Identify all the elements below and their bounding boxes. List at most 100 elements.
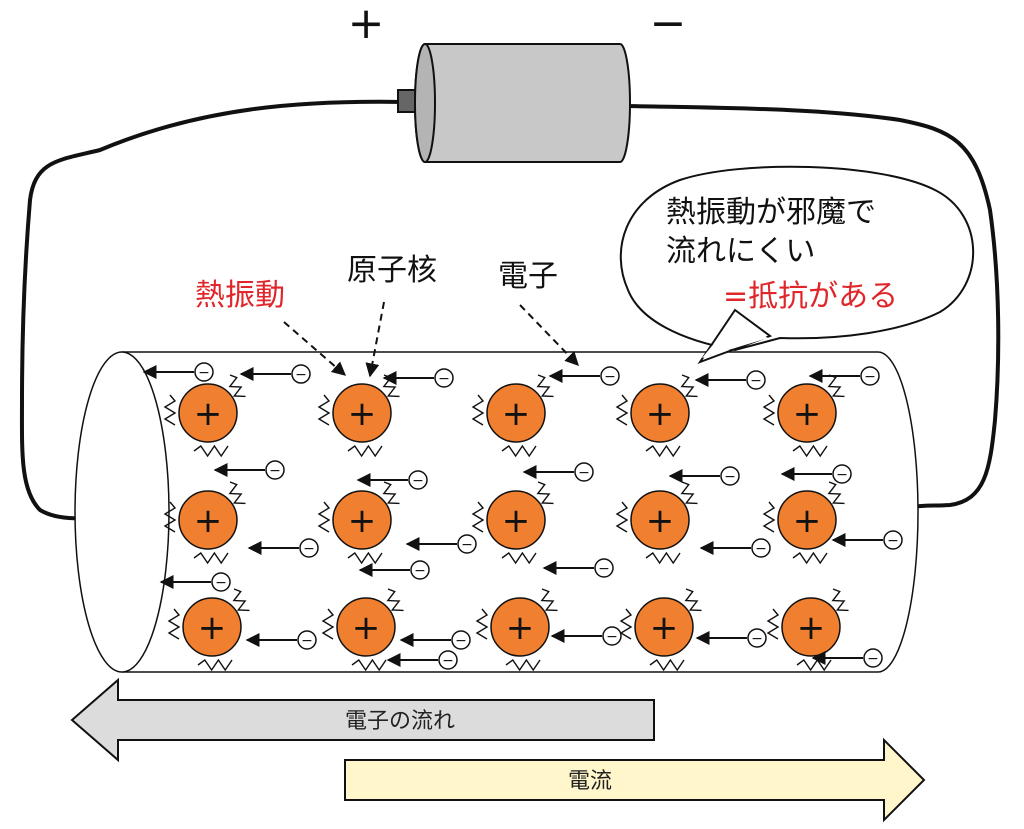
nucleus-plus-sign: + [797, 608, 826, 648]
electron-minus-sign: − [295, 367, 307, 383]
electron-minus-sign: − [867, 651, 879, 667]
current-label: 電流 [568, 769, 612, 794]
atom-nucleus: + [777, 383, 837, 443]
atom-nucleus: + [336, 597, 396, 657]
bubble-line-1: 熱振動が邪魔で [666, 195, 876, 230]
vibration-mark [321, 608, 335, 640]
electron-flow-arrow [70, 677, 655, 763]
vibration-mark [317, 501, 331, 533]
atom-nucleus: + [182, 597, 242, 657]
electron: − [239, 364, 311, 384]
electron-minus-sign: − [412, 473, 424, 489]
current-arrow [344, 737, 926, 823]
speech-bubble-fill [702, 318, 768, 358]
nucleus-label: 原子核 [347, 253, 437, 288]
atom-nucleus: + [630, 383, 690, 443]
atom-nucleus: + [781, 597, 841, 657]
vibration-mark [645, 551, 681, 565]
electron-minus-sign: − [198, 365, 210, 381]
electron: − [831, 530, 903, 550]
vibration-mark [680, 374, 698, 398]
electron: − [780, 464, 852, 484]
vibration-mark [501, 551, 537, 565]
electron-minus-sign: − [438, 371, 450, 387]
thermal-vibration-pointer [283, 321, 347, 376]
electron: − [811, 648, 883, 668]
vibration-mark [615, 394, 629, 426]
electron: − [405, 534, 477, 554]
thermal-vibration-label: 熱振動 [195, 278, 285, 313]
vibration-mark [501, 444, 537, 458]
vibration-mark [471, 394, 485, 426]
vibration-mark [827, 374, 845, 398]
vibration-mark [505, 658, 541, 672]
vibration-mark [619, 608, 633, 640]
bubble-line-2: 流れにくい [666, 234, 815, 269]
electron: − [386, 650, 458, 670]
electron-minus-sign: − [598, 561, 610, 577]
nucleus-plus-sign: + [348, 394, 377, 434]
electron-minus-sign: − [301, 633, 313, 649]
electron-minus-sign: − [461, 537, 473, 553]
vibration-mark [615, 501, 629, 533]
vibration-mark [831, 588, 849, 612]
vibration-mark [475, 608, 489, 640]
electron: − [245, 630, 317, 650]
vibration-mark [197, 658, 233, 672]
electron: − [522, 462, 594, 482]
vibration-mark [645, 444, 681, 458]
electron-minus-sign: − [606, 629, 618, 645]
vibration-mark [540, 588, 558, 612]
electron-pointer [519, 304, 579, 367]
electron-minus-sign: − [414, 563, 426, 579]
electron: − [808, 366, 880, 386]
battery-plus-label: + [348, 0, 385, 49]
nucleus-plus-sign: + [502, 394, 531, 434]
vibration-mark [163, 394, 177, 426]
electron-minus-sign: − [755, 541, 767, 557]
vibration-mark [232, 588, 250, 612]
atom-nucleus: + [178, 490, 238, 550]
electron-label: 電子 [498, 259, 558, 294]
atom-nucleus: + [486, 383, 546, 443]
electron-flow-label: 電子の流れ [345, 709, 455, 734]
electron-minus-sign: − [750, 373, 762, 389]
cylinder-end-face [74, 351, 170, 673]
electron: − [142, 362, 214, 382]
electron-minus-sign: − [836, 467, 848, 483]
electron: − [668, 466, 740, 486]
nucleus-pointer [365, 301, 385, 378]
vibration-mark [762, 501, 776, 533]
vibration-mark [193, 551, 229, 565]
nucleus-plus-sign: + [502, 501, 531, 541]
nucleus-plus-sign: + [646, 501, 675, 541]
electron-minus-sign: − [455, 633, 467, 649]
vibration-mark [536, 481, 554, 505]
electron: − [356, 470, 428, 490]
circuit-wire-right [627, 104, 1001, 509]
atom-nucleus: + [178, 383, 238, 443]
vibration-mark [382, 481, 400, 505]
vibration-mark [193, 444, 229, 458]
atom-nucleus: + [490, 597, 550, 657]
electron: − [550, 626, 622, 646]
vibration-mark [766, 608, 780, 640]
electron: − [542, 558, 614, 578]
nucleus-plus-sign: + [352, 608, 381, 648]
nucleus-plus-sign: + [348, 501, 377, 541]
nucleus-plus-sign: + [650, 608, 679, 648]
vibration-mark [347, 444, 383, 458]
vibration-mark [317, 394, 331, 426]
electron: − [358, 560, 430, 580]
electron: − [247, 538, 319, 558]
nucleus-plus-sign: + [194, 501, 223, 541]
vibration-mark [167, 608, 181, 640]
vibration-mark [684, 588, 702, 612]
vibration-mark [796, 658, 832, 672]
battery-minus-label: − [650, 0, 687, 49]
atom-nucleus: + [486, 490, 546, 550]
electron: − [159, 572, 231, 592]
battery-body [414, 43, 631, 163]
electron-minus-sign: − [215, 575, 227, 591]
